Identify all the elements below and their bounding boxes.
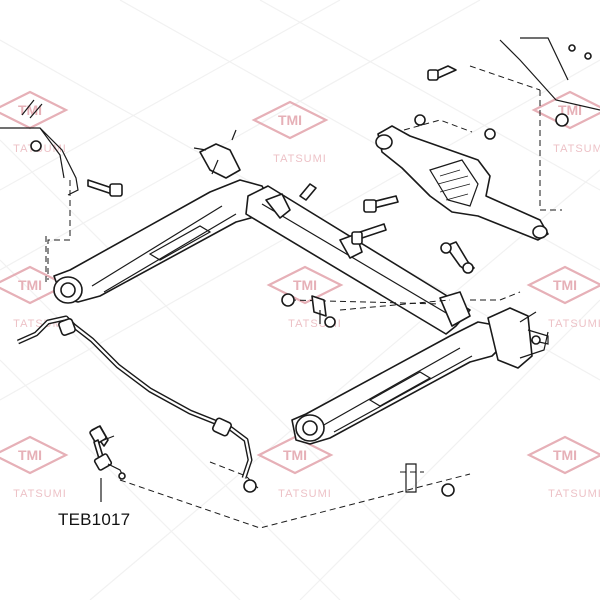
svg-text:TMI: TMI [553, 447, 577, 463]
svg-text:TMI: TMI [553, 277, 577, 293]
svg-text:TMI: TMI [283, 447, 307, 463]
tmi-watermark-logo: TMI TATSUMI [251, 100, 329, 165]
frame-nut [30, 140, 42, 152]
tmi-watermark-logo: TMI TATSUMI [0, 435, 69, 500]
tmi-watermark-logo: TMI TATSUMI [256, 435, 334, 500]
stabilizer-end-link [89, 425, 126, 480]
svg-text:TATSUMI: TATSUMI [548, 318, 600, 330]
svg-text:TMI: TMI [278, 112, 302, 128]
body-frame-left [0, 99, 79, 282]
upper-stabilizer-link [440, 241, 475, 274]
body-frame-right [469, 37, 600, 211]
tmi-watermark-logo: TMI TATSUMI [526, 265, 600, 330]
svg-text:TATSUMI: TATSUMI [278, 488, 332, 500]
trailing-arm-right [291, 307, 549, 445]
svg-text:TATSUMI: TATSUMI [553, 143, 600, 155]
svg-text:TATSUMI: TATSUMI [273, 153, 327, 165]
tmi-watermark-logo: TMI TATSUMI [526, 435, 600, 500]
svg-text:TMI: TMI [18, 447, 42, 463]
svg-text:TMI: TMI [18, 277, 42, 293]
bolt-left [87, 179, 123, 197]
trailing-arm-left [53, 129, 271, 304]
stabilizer-bar [16, 315, 253, 479]
svg-text:TATSUMI: TATSUMI [13, 488, 67, 500]
axle-cross-beam [245, 185, 471, 335]
body-frame-right-lower [519, 311, 549, 359]
svg-text:TMI: TMI [293, 277, 317, 293]
part-number-label: TEB1017 [58, 510, 131, 529]
watermark-layer: TMI TATSUMI TMI TATSUMI TMI TATSUMI TMI TATSUMI… [0, 90, 600, 500]
fasteners [243, 44, 592, 497]
lateral-link-right [375, 125, 549, 241]
svg-text:TATSUMI: TATSUMI [548, 488, 600, 500]
svg-text:TMI: TMI [18, 102, 42, 118]
